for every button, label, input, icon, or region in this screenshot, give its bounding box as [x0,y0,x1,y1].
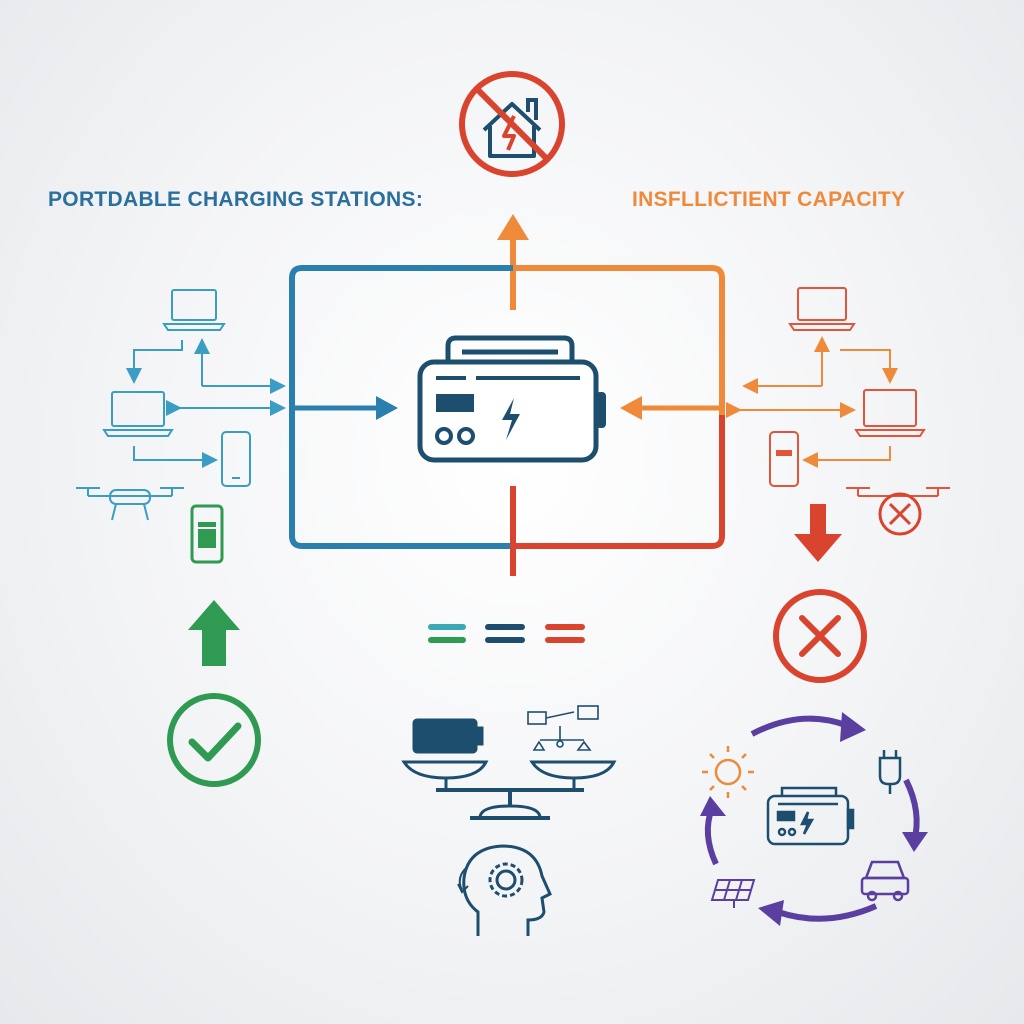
left-device-network [76,289,286,521]
sun-icon [702,746,754,798]
drone-failed-x-icon [878,492,922,536]
car-icon [860,860,910,902]
laptop-icon-right-middle [854,389,926,437]
check-circle-icon [167,693,261,787]
renewable-charging-cycle-icon [700,712,928,926]
portable-power-station-icon [417,335,606,463]
phone-icon-left-charged [190,504,224,564]
central-frame [289,265,725,576]
title-insufficient-capacity: INSFLLICTIENT CAPACITY [632,188,906,211]
plug-icon [878,750,902,794]
solar-panel-icon [710,879,756,908]
up-arrow-orange [497,214,529,310]
drone-icon-right [846,487,950,497]
title-portable-charging-stations: PORTDABLE CHARGING STATIONS: [48,188,424,211]
laptop-icon-right-top [788,287,856,331]
laptop-icon-left-top [162,289,226,331]
mini-network-icon [527,705,599,751]
green-up-arrow [188,600,240,666]
laptop-icon-left-middle [102,391,174,437]
right-network-arrows [726,336,898,468]
x-circle-icon [773,589,867,683]
right-device-network [769,287,950,497]
head-gear-icon [457,844,552,936]
phone-icon-left [221,431,251,487]
no-home-power-icon [459,71,565,177]
mini-power-station-icon [766,786,855,846]
drone-icon-left [76,487,184,521]
battery-balance-scale-icon [401,705,617,820]
phone-icon-right [769,431,799,487]
red-down-arrow [794,504,842,562]
equal-signs [428,624,585,643]
